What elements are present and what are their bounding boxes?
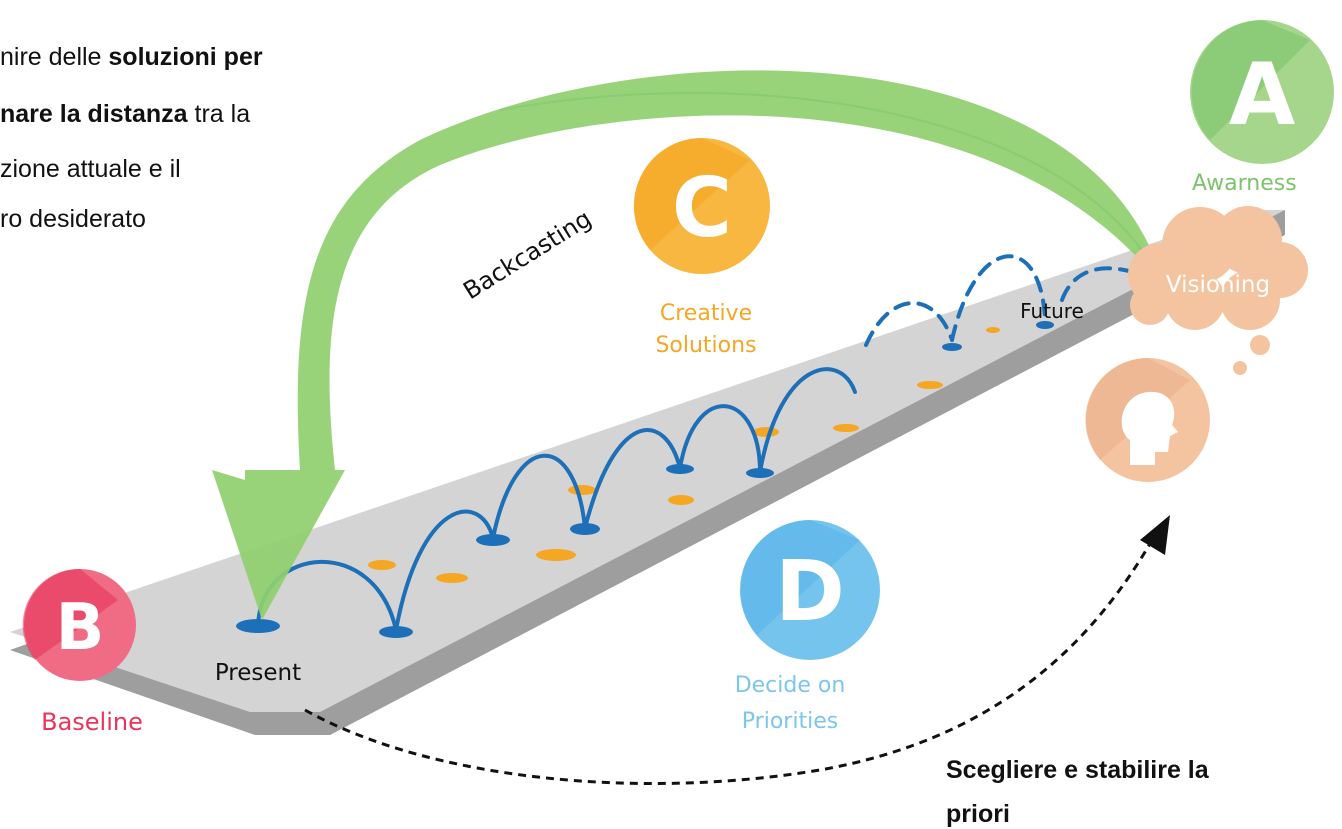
backcasting-label: Backcasting <box>458 204 596 305</box>
arrow-head <box>1140 515 1170 555</box>
hop-foot <box>476 534 510 546</box>
dash <box>436 573 468 583</box>
stage-b: B Baseline Present <box>22 568 301 736</box>
hop-foot <box>666 464 694 474</box>
intro-line-1-bold: soluzioni per <box>108 43 263 71</box>
stage-c: C Creative Solutions <box>633 137 770 358</box>
stage-a: A Awarness <box>1190 20 1334 196</box>
hop-arc <box>583 428 682 530</box>
intro-line-3-pre: zione attuale e il <box>0 155 181 183</box>
dash <box>833 424 859 432</box>
intro-line-4: ro desiderato <box>0 202 146 236</box>
stage-a-label: Awarness <box>1192 171 1297 196</box>
dash <box>986 327 1000 333</box>
progress-hops <box>256 254 1157 632</box>
bottom-text: Scegliere e stabilire la <box>946 756 1209 784</box>
dash <box>568 485 596 495</box>
intro-line-1-pre: nire delle <box>0 43 109 71</box>
dash <box>536 549 576 561</box>
hop-arc-dashed <box>950 254 1047 342</box>
head-icon <box>1085 357 1210 482</box>
dashed-arrow-line <box>304 534 1157 785</box>
dash <box>917 381 943 389</box>
hop-arc <box>491 453 587 540</box>
hop-foot <box>746 468 774 478</box>
future-label: Future <box>1020 299 1084 323</box>
visioning-cloud: Visioning <box>1128 206 1308 375</box>
hop-arc-dashed <box>864 301 954 347</box>
present-label: Present <box>215 660 301 686</box>
hop-foot <box>1036 321 1054 329</box>
hop-arc <box>394 509 495 632</box>
intro-line-2-post: tra la <box>187 100 251 128</box>
visioning-label: Visioning <box>1166 272 1270 298</box>
dash <box>753 427 779 437</box>
road <box>10 210 1285 735</box>
dash <box>668 495 694 505</box>
stage-d-label-1: Decide on <box>735 673 846 698</box>
intro-line-2-bold: nare la distanza <box>0 100 188 128</box>
intro-line-3: zione attuale e il <box>0 152 181 186</box>
stage-c-label-2: Solutions <box>655 333 756 358</box>
hop-foot <box>379 626 413 638</box>
stage-d-label-2: Priorities <box>742 709 838 734</box>
bottom-text-2: priori <box>946 800 1010 828</box>
stage-b-label: Baseline <box>41 708 143 736</box>
stage-d-letter: D <box>775 542 845 640</box>
commitment-arrow <box>304 515 1170 785</box>
hop-arc-dashed <box>1060 266 1157 302</box>
dash <box>368 560 396 570</box>
stage-a-letter: A <box>1229 45 1296 145</box>
hop-foot <box>570 523 600 535</box>
intro-line-2: nare la distanza tra la <box>0 97 250 131</box>
stage-c-letter: C <box>672 161 732 256</box>
intro-line-1: nire delle soluzioni per <box>0 40 263 74</box>
intro-line-4-pre: ro desiderato <box>0 205 146 233</box>
hop-feet <box>236 321 1054 638</box>
stage-d: D Decide on Priorities <box>735 520 880 734</box>
hop-arc <box>758 367 857 474</box>
hop-arc <box>678 404 762 474</box>
hop-foot <box>236 619 280 633</box>
stage-b-letter: B <box>56 591 105 665</box>
stage-c-label-1: Creative <box>660 301 752 326</box>
road-surface <box>10 210 1285 712</box>
hop-foot <box>942 343 962 351</box>
